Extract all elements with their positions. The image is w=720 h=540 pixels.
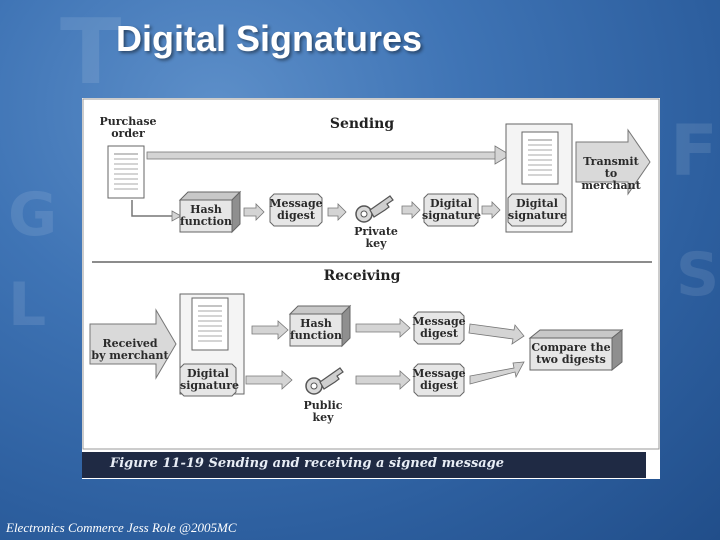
received-arrow [89, 308, 177, 380]
receiving-hash-function-label: Hash function [290, 317, 343, 342]
digital-signature-label: Digital signature [422, 197, 482, 222]
received-signature-tag [179, 363, 237, 397]
sending-heading: Sending [329, 116, 395, 132]
digital-signature-tag [423, 193, 479, 227]
message-digest-bottom-label: Message digest [412, 367, 466, 392]
background-letter-f: F [670, 110, 718, 192]
message-digest-label: Message digest [269, 197, 323, 222]
receiving-heading: Receiving [323, 268, 401, 284]
background-letter-s: S [676, 240, 720, 310]
compare-label: Compare the two digests [531, 341, 611, 366]
message-digest-tag [269, 193, 323, 227]
purchase-order-document-icon [107, 145, 145, 199]
background-letter-t: T [60, 0, 122, 105]
diagram-figure: Sending Receiving Purchase order Hash fu… [82, 98, 660, 479]
public-key-label: Public key [303, 399, 343, 424]
slide-footer: Electronics Commerce Jess Role @2005MC [6, 520, 237, 535]
attached-signature-tag [507, 193, 567, 227]
diagram-canvas [82, 98, 660, 450]
transmit-arrow [575, 128, 651, 196]
received-signature-label: Digital signature [180, 367, 240, 392]
message-digest-top-tag [413, 311, 465, 345]
attached-signature-label: Digital signature [508, 197, 568, 222]
slide-title: Digital Signatures [116, 18, 423, 59]
hash-function-box [178, 190, 242, 234]
purchase-order-label: Purchase order [99, 115, 157, 140]
background-letter-g: G [8, 180, 58, 250]
long-transmit-arrow [146, 145, 511, 165]
background-letter-l: L [8, 270, 47, 340]
caption-bar [82, 452, 646, 478]
received-document-icon [191, 297, 229, 351]
receiving-hash-function-box [288, 304, 352, 348]
message-digest-bottom-tag [413, 363, 465, 397]
transmit-label: Transmit to merchant [581, 155, 641, 192]
compare-digests-box [528, 328, 624, 372]
figure-caption: Figure 11-19 Sending and receiving a sig… [110, 456, 505, 471]
message-digest-top-label: Message digest [412, 315, 466, 340]
private-key-label: Private key [354, 225, 398, 250]
signed-document-icon [521, 131, 559, 185]
received-label: Received by merchant [91, 337, 169, 362]
hash-function-label: Hash function [180, 203, 233, 228]
